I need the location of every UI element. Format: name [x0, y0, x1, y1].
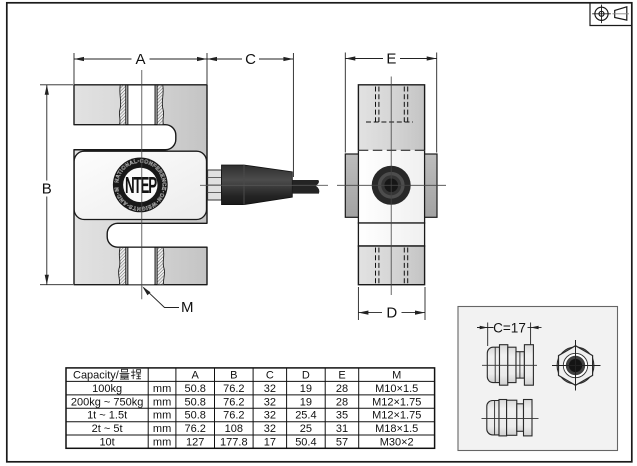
svg-text:25: 25 [300, 423, 312, 435]
svg-text:19: 19 [300, 383, 312, 395]
svg-text:32: 32 [264, 410, 276, 422]
svg-text:A: A [135, 51, 145, 68]
svg-text:32: 32 [264, 396, 276, 408]
svg-text:B: B [230, 370, 237, 382]
svg-text:NTEP: NTEP [125, 172, 157, 198]
svg-text:25.4: 25.4 [295, 410, 316, 422]
svg-text:32: 32 [264, 423, 276, 435]
svg-text:76.2: 76.2 [223, 383, 244, 395]
svg-text:M12×1.75: M12×1.75 [372, 410, 421, 422]
svg-text:127: 127 [186, 436, 204, 448]
svg-text:31: 31 [336, 423, 348, 435]
svg-text:10t: 10t [99, 436, 114, 448]
svg-text:200kg ~ 750kg: 200kg ~ 750kg [71, 396, 143, 408]
svg-text:M: M [392, 370, 401, 382]
svg-text:mm: mm [153, 383, 171, 395]
svg-text:1t ~ 1.5t: 1t ~ 1.5t [87, 410, 127, 422]
svg-text:A: A [192, 370, 200, 382]
svg-text:E: E [386, 51, 396, 68]
svg-text:35: 35 [336, 410, 348, 422]
svg-text:C: C [245, 51, 256, 68]
svg-text:C: C [266, 370, 274, 382]
svg-text:2t ~ 5t: 2t ~ 5t [92, 423, 123, 435]
svg-text:76.2: 76.2 [223, 396, 244, 408]
svg-text:32: 32 [264, 383, 276, 395]
svg-text:D: D [302, 370, 310, 382]
svg-text:D: D [386, 305, 397, 322]
svg-text:Capacity/: Capacity/ [73, 370, 120, 382]
svg-text:76.2: 76.2 [223, 410, 244, 422]
svg-text:17: 17 [264, 436, 276, 448]
svg-text:108: 108 [225, 423, 243, 435]
svg-text:E: E [338, 370, 345, 382]
svg-text:M18×1.5: M18×1.5 [375, 423, 418, 435]
svg-text:mm: mm [153, 410, 171, 422]
svg-text:50.4: 50.4 [295, 436, 316, 448]
svg-text:M30×2: M30×2 [380, 436, 414, 448]
svg-text:19: 19 [300, 396, 312, 408]
svg-text:M: M [181, 299, 194, 316]
svg-text:B: B [42, 181, 52, 198]
svg-text:mm: mm [153, 396, 171, 408]
svg-text:76.2: 76.2 [184, 423, 205, 435]
svg-text:M12×1.75: M12×1.75 [372, 396, 421, 408]
svg-text:M10×1.5: M10×1.5 [375, 383, 418, 395]
svg-text:50.8: 50.8 [184, 410, 205, 422]
svg-text:100kg: 100kg [92, 383, 122, 395]
svg-text:mm: mm [153, 436, 171, 448]
svg-text:28: 28 [336, 396, 348, 408]
svg-text:50.8: 50.8 [184, 396, 205, 408]
svg-text:28: 28 [336, 383, 348, 395]
svg-text:177.8: 177.8 [220, 436, 248, 448]
svg-text:57: 57 [336, 436, 348, 448]
svg-text:50.8: 50.8 [184, 383, 205, 395]
svg-text:C=17: C=17 [493, 321, 526, 336]
svg-text:mm: mm [153, 423, 171, 435]
